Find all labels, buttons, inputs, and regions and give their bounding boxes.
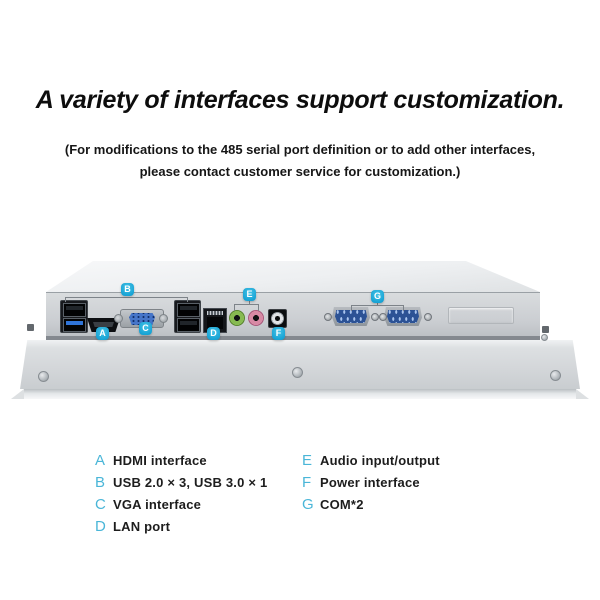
usb2-tongue <box>180 321 197 325</box>
port-label-a: A <box>96 327 109 340</box>
legend-label: LAN port <box>113 519 171 534</box>
port-label-e: E <box>243 288 256 301</box>
port-label-d: D <box>207 327 220 340</box>
usb2-tongue <box>66 306 83 310</box>
legend-item-lan: D LAN port <box>95 518 267 540</box>
legend-label: VGA interface <box>113 497 202 512</box>
com-port-2-icon <box>384 307 422 326</box>
screw-icon <box>550 370 561 381</box>
legend-item-power: F Power interface <box>302 474 440 496</box>
legend-key: F <box>302 474 312 491</box>
hdmi-slot <box>93 322 114 327</box>
com-port-1-face <box>335 310 367 323</box>
subtitle-line-1: (For modifications to the 485 serial por… <box>64 142 536 157</box>
usb-stack-1 <box>60 300 88 333</box>
device-front-bezel <box>20 340 580 389</box>
screw-icon <box>541 334 548 341</box>
legend-item-audio: E Audio input/output <box>302 452 440 474</box>
power-jack-pin <box>271 312 284 325</box>
legend-column-1: A HDMI interface B USB 2.0 × 3, USB 3.0 … <box>95 452 267 540</box>
legend-key: E <box>302 452 313 469</box>
label-line-b <box>65 297 66 302</box>
legend-item-hdmi: A HDMI interface <box>95 452 267 474</box>
lan-port-opening <box>207 317 223 329</box>
legend-key: B <box>95 474 106 491</box>
usb3-tongue <box>66 321 83 325</box>
port-label-g: G <box>371 290 384 303</box>
com-screw-icon <box>324 313 332 321</box>
device-bezel-lip <box>24 389 576 399</box>
mounting-wing-left <box>11 389 24 399</box>
legend-label: USB 2.0 × 3, USB 3.0 × 1 <box>113 475 268 490</box>
screw-icon <box>38 371 49 382</box>
label-line-e <box>249 301 250 305</box>
usb2-port-icon <box>177 303 200 317</box>
com-port-2-face <box>387 310 419 323</box>
legend-item-com: G COM*2 <box>302 496 440 518</box>
legend-column-2: E Audio input/output F Power interface G… <box>302 452 440 518</box>
legend-item-usb: B USB 2.0 × 3, USB 3.0 × 1 <box>95 474 267 496</box>
usb2-port-icon <box>63 303 86 317</box>
usb2-port-icon <box>177 318 200 332</box>
com-screw-icon <box>424 313 432 321</box>
com-screw-icon <box>371 313 379 321</box>
label-line-g <box>351 305 404 306</box>
mount-tab-right <box>542 326 549 333</box>
label-line-b <box>65 297 188 298</box>
legend-label: Power interface <box>320 475 420 490</box>
lan-port-pins <box>207 311 223 315</box>
usb3-port-icon <box>63 318 86 332</box>
legend-label: HDMI interface <box>113 453 207 468</box>
usb-stack-2 <box>174 300 201 333</box>
legend-item-vga: C VGA interface <box>95 496 267 518</box>
legend-label: Audio input/output <box>320 453 440 468</box>
hdmi-port-icon <box>87 318 120 332</box>
legend-key: A <box>95 452 106 469</box>
label-line-e <box>234 304 259 305</box>
port-label-b: B <box>121 283 134 296</box>
mount-tab-left <box>27 324 34 331</box>
expansion-cutout-outline <box>448 307 514 324</box>
legend-key: D <box>95 518 106 535</box>
vga-screw-icon <box>114 314 123 323</box>
page-title: A variety of interfaces support customiz… <box>35 86 565 114</box>
label-line-e <box>234 304 235 311</box>
power-jack-icon <box>268 309 287 328</box>
subtitle-line-2: please contact customer service for cust… <box>139 164 461 179</box>
com-screw-icon <box>379 313 387 321</box>
port-label-f: F <box>272 327 285 340</box>
label-line-b <box>187 297 188 302</box>
com-port-1-icon <box>332 307 370 326</box>
usb2-tongue <box>180 306 197 310</box>
audio-out-jack-icon <box>229 310 245 326</box>
label-line-g <box>403 305 404 311</box>
label-line-g <box>377 303 378 306</box>
port-label-c: C <box>139 322 152 335</box>
label-line-g <box>351 305 352 311</box>
legend-key: G <box>302 496 314 513</box>
label-line-e <box>258 304 259 311</box>
legend-label: COM*2 <box>320 497 364 512</box>
audio-in-jack-icon <box>248 310 264 326</box>
subtitle: (For modifications to the 485 serial por… <box>0 139 600 183</box>
legend-key: C <box>95 496 106 513</box>
vga-screw-icon <box>159 314 168 323</box>
screw-icon <box>292 367 303 378</box>
mounting-wing-right <box>576 389 589 399</box>
